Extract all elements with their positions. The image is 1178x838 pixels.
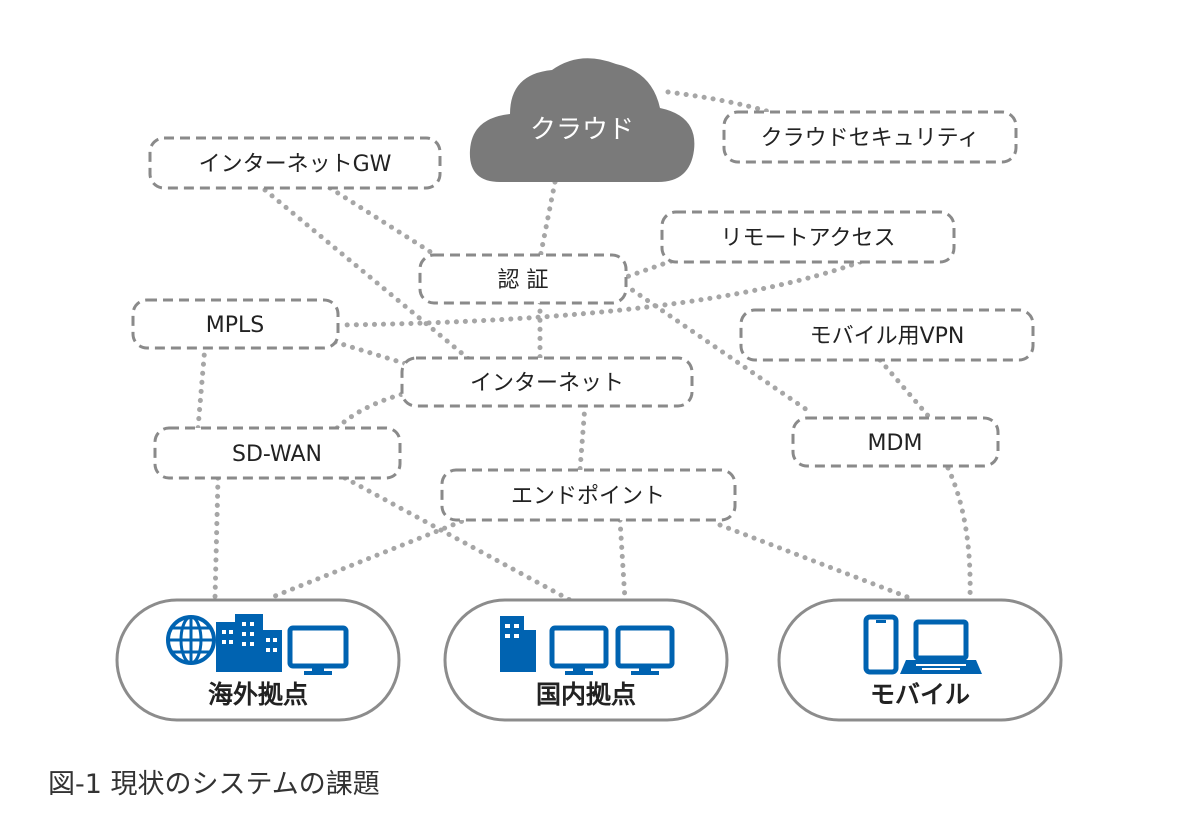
connections [195,89,973,603]
node-mdm: MDM [791,416,1000,468]
site-overseas: 海外拠点 [115,598,401,722]
link-internet-endpoint [577,402,588,473]
monitor-icon [549,625,609,675]
internet-label: インターネット [470,371,624,396]
remote-access-label: リモートアクセス [721,226,896,251]
cloud-security-label: クラウドセキュリティ [761,126,980,151]
sdwan-label: SD-WAN [232,442,322,467]
link-mpls-sdwan [195,343,208,431]
node-auth: 認 証 [418,253,628,305]
link-cloud-cloudsecurity [665,89,773,115]
node-remote-access: リモートアクセス [660,210,956,264]
node-cloud-security: クラウドセキュリティ [722,110,1018,164]
link-remoteaccess-auth [609,255,683,285]
laptop-icon [900,619,982,674]
overseas-label: 海外拠点 [208,680,308,709]
mpls-label: MPLS [206,313,264,338]
figure-caption: 図-1 現状のシステムの課題 [48,769,380,800]
cloud-shape [469,58,695,183]
link-endpoint-domestic [617,517,628,603]
internet-gw-label: インターネットGW [199,152,392,177]
auth-label: 認 証 [498,268,549,293]
link-sdwan-domestic [342,475,573,603]
monitor-icon [287,625,349,675]
domestic-label: 国内拠点 [536,680,636,709]
link-internetgw-auth [327,185,443,261]
cloud-label: クラウド [530,115,634,145]
link-internet-sdwan [332,389,413,433]
node-internet-gw: インターネットGW [148,136,442,190]
smartphone-icon [863,614,899,675]
link-cloud-auth [537,179,558,261]
node-endpoint: エンドポイント [440,468,737,522]
link-mpls-internet [332,339,413,368]
node-mobile-vpn: モバイル用VPN [739,308,1035,362]
link-mdm-mobile [945,465,973,601]
monitor-icon [615,625,675,675]
link-internetgw-internet [262,187,473,363]
link-endpoint-overseas [267,515,473,601]
node-internet: インターネット [400,356,694,408]
site-mobile: モバイル [777,598,1063,722]
mobile-label: モバイル [870,680,970,709]
mdm-label: MDM [868,431,923,456]
node-sdwan: SD-WAN [153,426,402,480]
link-mobilevpn-mdm [877,357,933,421]
cloud-node: クラウド [469,58,695,183]
endpoint-label: エンドポイント [511,484,665,509]
link-endpoint-mobile [717,522,913,601]
node-mpls: MPLS [131,298,340,350]
buildings-icon [216,614,282,672]
link-sdwan-overseas [212,475,221,601]
link-auth-mdm [622,282,813,415]
mobile-vpn-label: モバイル用VPN [810,324,965,349]
site-domestic: 国内拠点 [443,598,729,722]
globe-icon [166,615,216,665]
building-icon [500,616,536,672]
